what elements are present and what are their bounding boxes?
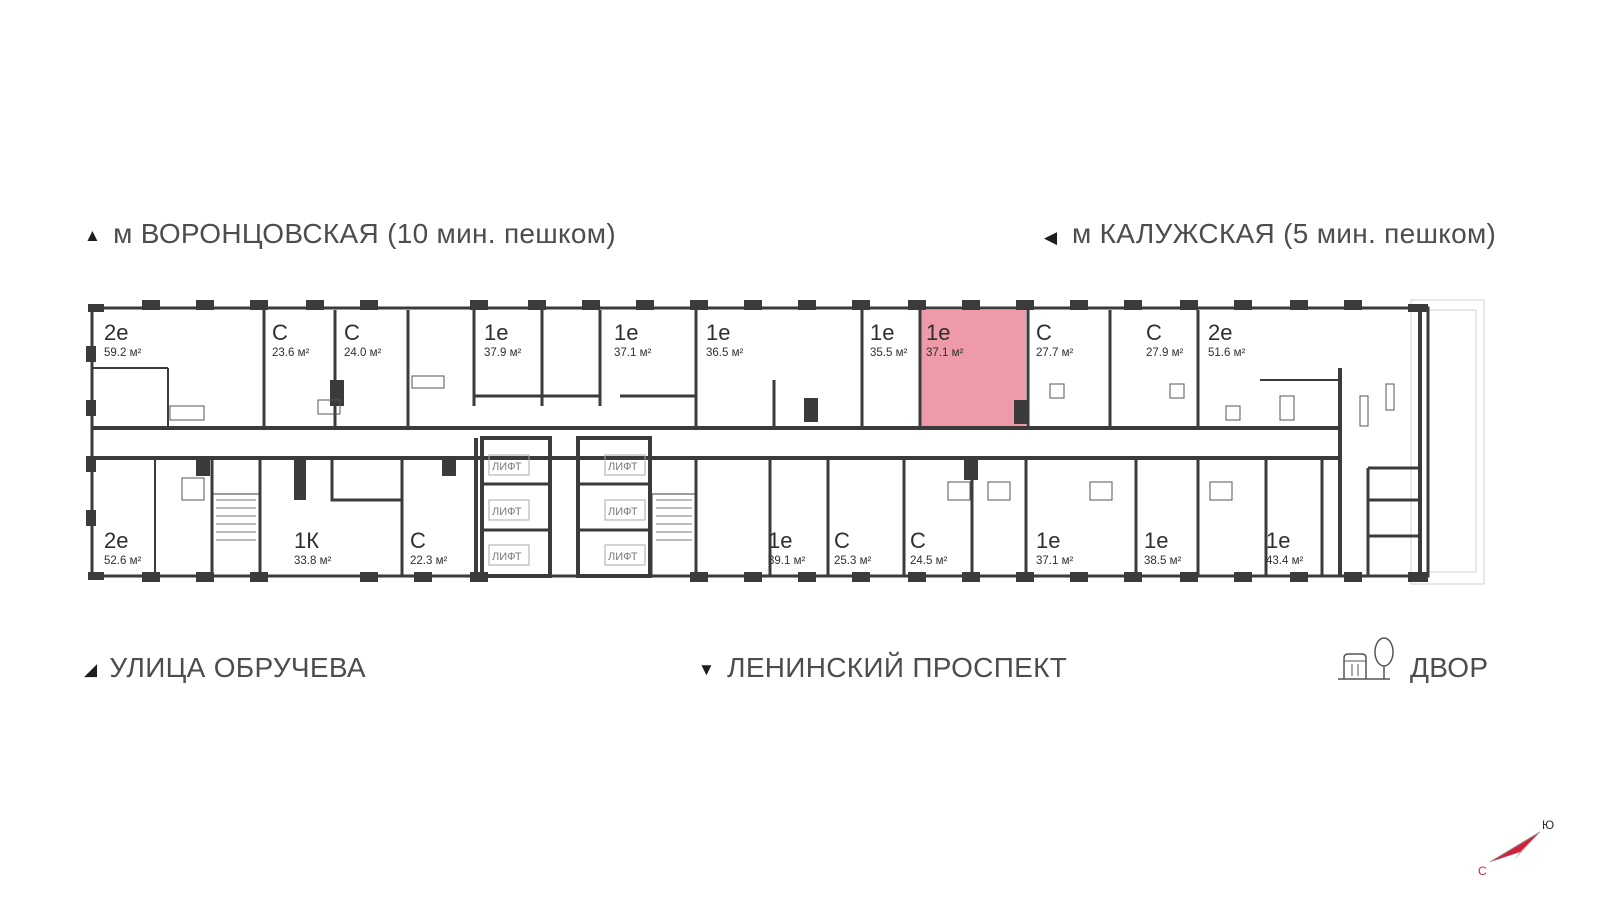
apartments-bottom-row: 2е 52.6 м² 1К 33.8 м² С 22.3 м² 1е 39.1 … [104,528,1303,567]
apartment-type-label: С [272,320,288,345]
apartment-area-label: 25.3 м² [834,555,871,567]
apartment-type-label: 1е [706,320,730,345]
metro-vorontsovskaya-label: ▲ м ВОРОНЦОВСКАЯ (10 мин. пешком) [84,218,616,250]
metro-kaluzhskaya-text: м КАЛУЖСКАЯ (5 мин. пешком) [1072,218,1497,249]
apartment-type-label: С [834,528,850,553]
apartment-type-label: С [344,320,360,345]
selected-apartment-highlight[interactable] [920,310,1026,426]
yard-icon [1338,637,1394,680]
apartment-area-label: 23.6 м² [272,347,309,359]
direction-arrow-icon: ▲ [84,225,102,245]
apartment-type-label: С [1146,320,1162,345]
apartment-area-label: 38.5 м² [1144,555,1181,567]
compass-north-label: С [1478,864,1487,878]
apartment-area-label: 39.1 м² [768,555,805,567]
apartment-area-label: 59.2 м² [104,347,141,359]
direction-arrow-icon: ◀ [1044,228,1058,247]
lift-label: ЛИФТ [492,506,522,518]
apartment-area-label: 24.0 м² [344,347,381,359]
leninsky-prospekt-label: ▼ ЛЕНИНСКИЙ ПРОСПЕКТ [698,652,1067,684]
apartment-type-label: 2е [1208,320,1232,345]
apartment-type-label: 1е [1144,528,1168,553]
apartment-area-label: 36.5 м² [706,347,743,359]
selected-apartment-area-label[interactable]: 37.1 м² [926,347,963,359]
apartment-area-label: 37.9 м² [484,347,521,359]
apartment-type-label: 1е [1266,528,1290,553]
apartment-area-label: 35.5 м² [870,347,907,359]
metro-vorontsovskaya-text: м ВОРОНЦОВСКАЯ (10 мин. пешком) [113,218,616,249]
apartment-area-label: 27.9 м² [1146,347,1183,359]
lift-label: ЛИФТ [492,461,522,473]
apartment-type-label: С [910,528,926,553]
compass-south-label: Ю [1542,818,1555,832]
direction-arrow-icon: ◢ [84,659,98,679]
apartment-area-label: 27.7 м² [1036,347,1073,359]
apartment-area-label: 22.3 м² [410,555,447,567]
apartment-area-label: 52.6 м² [104,555,141,567]
apartment-type-label: 1К [294,528,319,553]
apartments-top-row: 2е 59.2 м² С 23.6 м² С 24.0 м² 1е 37.9 м… [104,320,1245,359]
selected-apartment-type-label[interactable]: 1е [926,320,950,345]
apartment-area-label: 43.4 м² [1266,555,1303,567]
apartment-area-label: 37.1 м² [614,347,651,359]
yard-label: ДВОР [1410,652,1489,683]
apartment-type-label: С [410,528,426,553]
apartment-type-label: 1е [870,320,894,345]
lift-labels: ЛИФТ ЛИФТ ЛИФТ ЛИФТ ЛИФТ ЛИФТ [488,454,646,566]
apartment-area-label: 24.5 м² [910,555,947,567]
apartment-type-label: 2е [104,320,128,345]
lift-label: ЛИФТ [492,551,522,563]
lift-label: ЛИФТ [608,461,638,473]
apartment-type-label: 1е [614,320,638,345]
apartment-type-label: 1е [768,528,792,553]
compass-icon [1489,831,1541,863]
leninsky-prospekt-text: ЛЕНИНСКИЙ ПРОСПЕКТ [727,652,1068,683]
street-obrucheva-text: УЛИЦА ОБРУЧЕВА [109,652,366,683]
lift-label: ЛИФТ [608,551,638,563]
metro-kaluzhskaya-label: ◀ м КАЛУЖСКАЯ (5 мин. пешком) [1044,218,1497,250]
apartment-type-label: 1е [1036,528,1060,553]
apartment-type-label: С [1036,320,1052,345]
direction-arrow-icon: ▼ [698,659,716,679]
apartment-area-label: 33.8 м² [294,555,331,567]
street-obrucheva-label: ◢ УЛИЦА ОБРУЧЕВА [84,652,366,684]
apartment-type-label: 1е [484,320,508,345]
apartment-type-label: 2е [104,528,128,553]
apartment-area-label: 51.6 м² [1208,347,1245,359]
apartment-area-label: 37.1 м² [1036,555,1073,567]
lift-label: ЛИФТ [608,506,638,518]
